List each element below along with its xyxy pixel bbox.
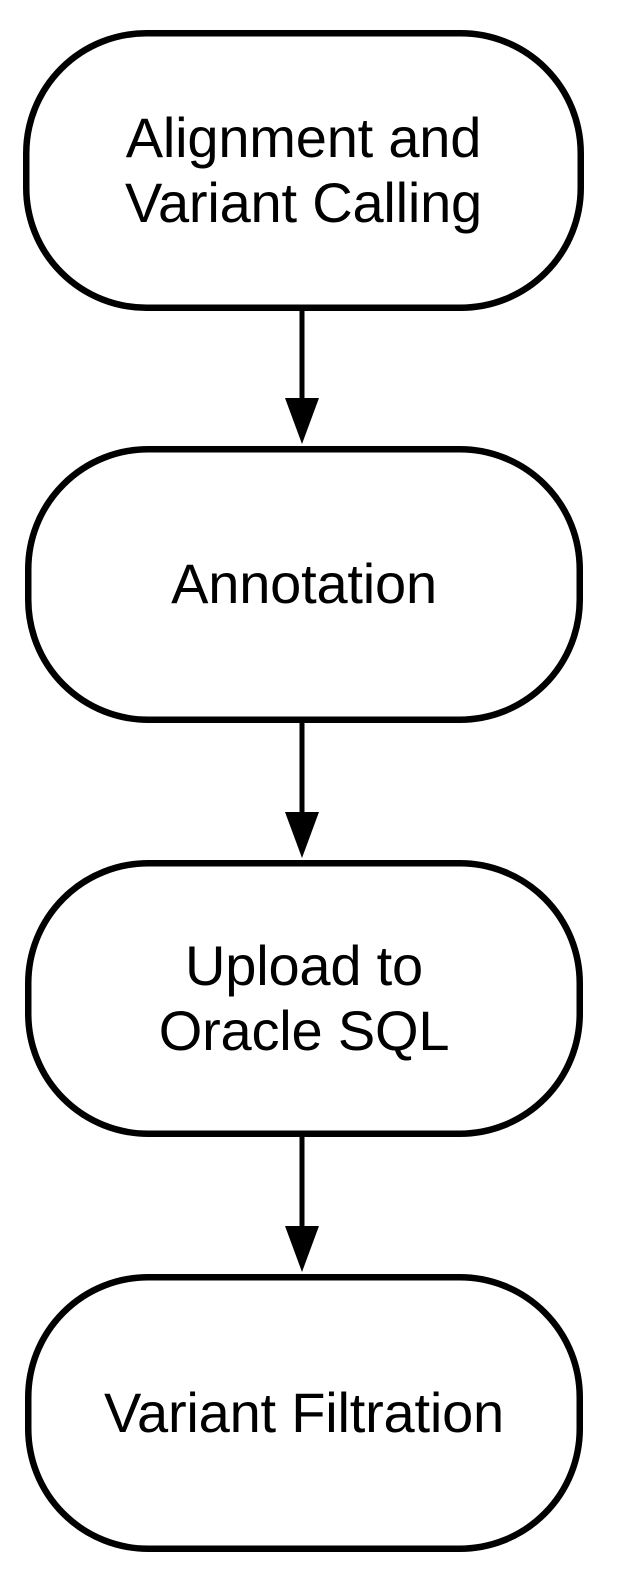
node-shape-variant-filtration[interactable] (25, 1274, 583, 1552)
node-shape-alignment-and-variant-calling[interactable] (23, 30, 584, 311)
edge-alignment-to-annotation (285, 311, 319, 444)
edge-annotation-to-upload (285, 723, 319, 858)
arrowhead-icon-3 (285, 1226, 319, 1272)
node-shape-upload-to-oracle-sql[interactable] (25, 860, 583, 1137)
edge-upload-to-variant-filtration (285, 1137, 319, 1272)
node-shape-annotation[interactable] (25, 446, 583, 723)
arrowhead-icon-1 (285, 398, 319, 444)
arrowhead-icon-2 (285, 812, 319, 858)
